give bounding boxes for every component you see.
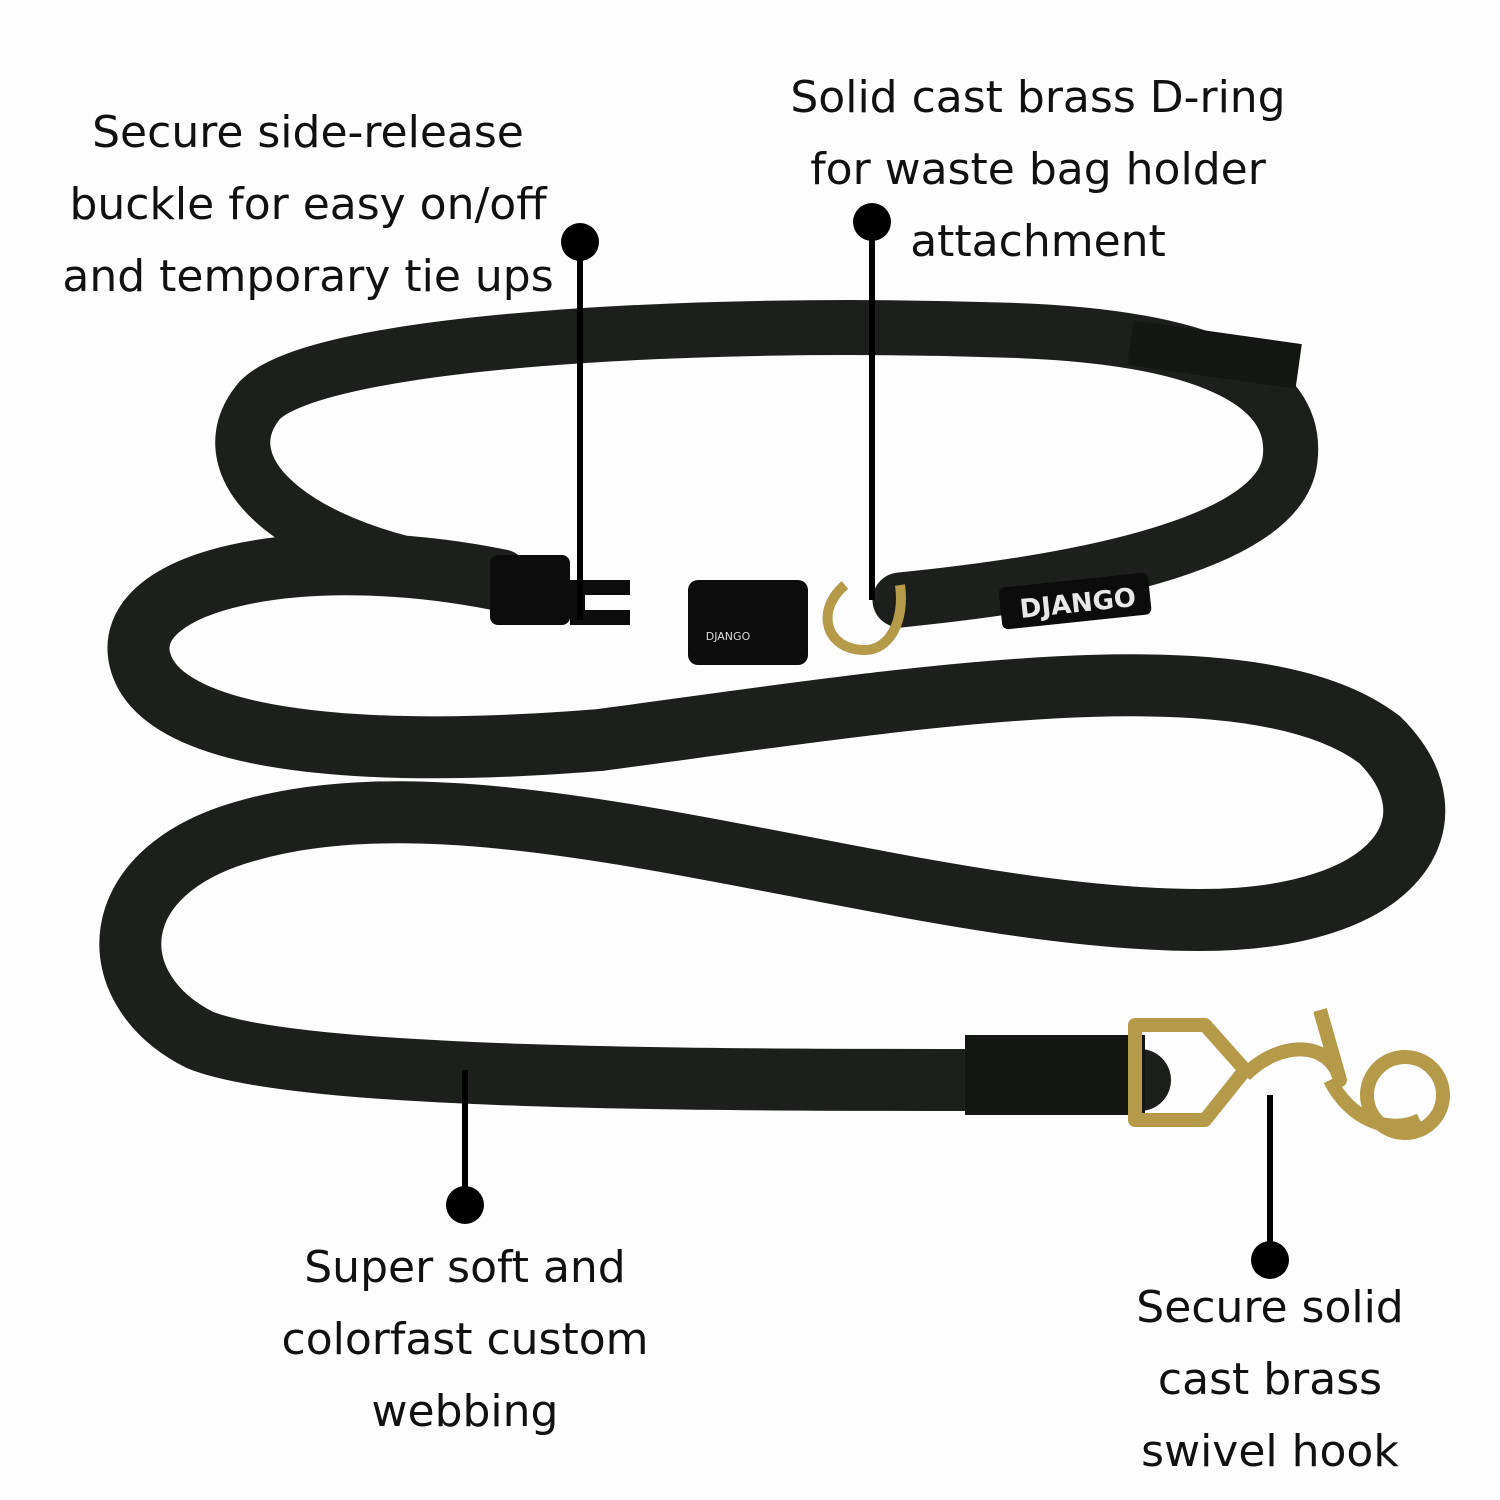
padded-section: [1127, 320, 1302, 389]
callout-line: for waste bag holder: [810, 144, 1266, 195]
buckle-prongs: [570, 580, 630, 625]
callout-line: colorfast custom: [281, 1314, 649, 1365]
leash-webbing: [99, 533, 1446, 1111]
callout-line: Secure solid: [1136, 1282, 1404, 1333]
pointer-dot-hook: [1251, 1241, 1289, 1279]
pointer-dot-dring: [853, 203, 891, 241]
swivel-hook: [1128, 1008, 1450, 1140]
callout-line: webbing: [371, 1386, 559, 1437]
buckle-female: [490, 555, 570, 625]
callout-line: buckle for easy on/off: [69, 179, 547, 230]
callout-line: cast brass: [1157, 1354, 1383, 1405]
callout-webbing: Super soft and colorfast custom webbing: [282, 1232, 649, 1448]
callout-line: swivel hook: [1141, 1426, 1399, 1477]
callout-line: Solid cast brass D-ring: [790, 72, 1286, 123]
buckle-male: [688, 580, 808, 665]
callout-buckle: Secure side-release buckle for easy on/o…: [62, 97, 553, 313]
pointer-dot-buckle: [561, 223, 599, 261]
callout-line: attachment: [910, 216, 1166, 267]
callout-dring: Solid cast brass D-ring for waste bag ho…: [790, 62, 1285, 278]
waist-belt: [215, 300, 1319, 628]
brand-patch: [998, 572, 1152, 630]
callout-line: Super soft and: [304, 1242, 626, 1293]
pointer-lines: [462, 222, 1273, 1260]
callout-line: Secure side-release: [92, 107, 524, 158]
d-ring: [822, 581, 906, 656]
pointer-dot-webbing: [446, 1186, 484, 1224]
callout-hook: Secure solid cast brass swivel hook: [1136, 1272, 1403, 1488]
buckle-logo: DJANGO: [706, 630, 751, 643]
callout-line: and temporary tie ups: [62, 251, 554, 302]
end-stitching: [965, 1035, 1145, 1115]
